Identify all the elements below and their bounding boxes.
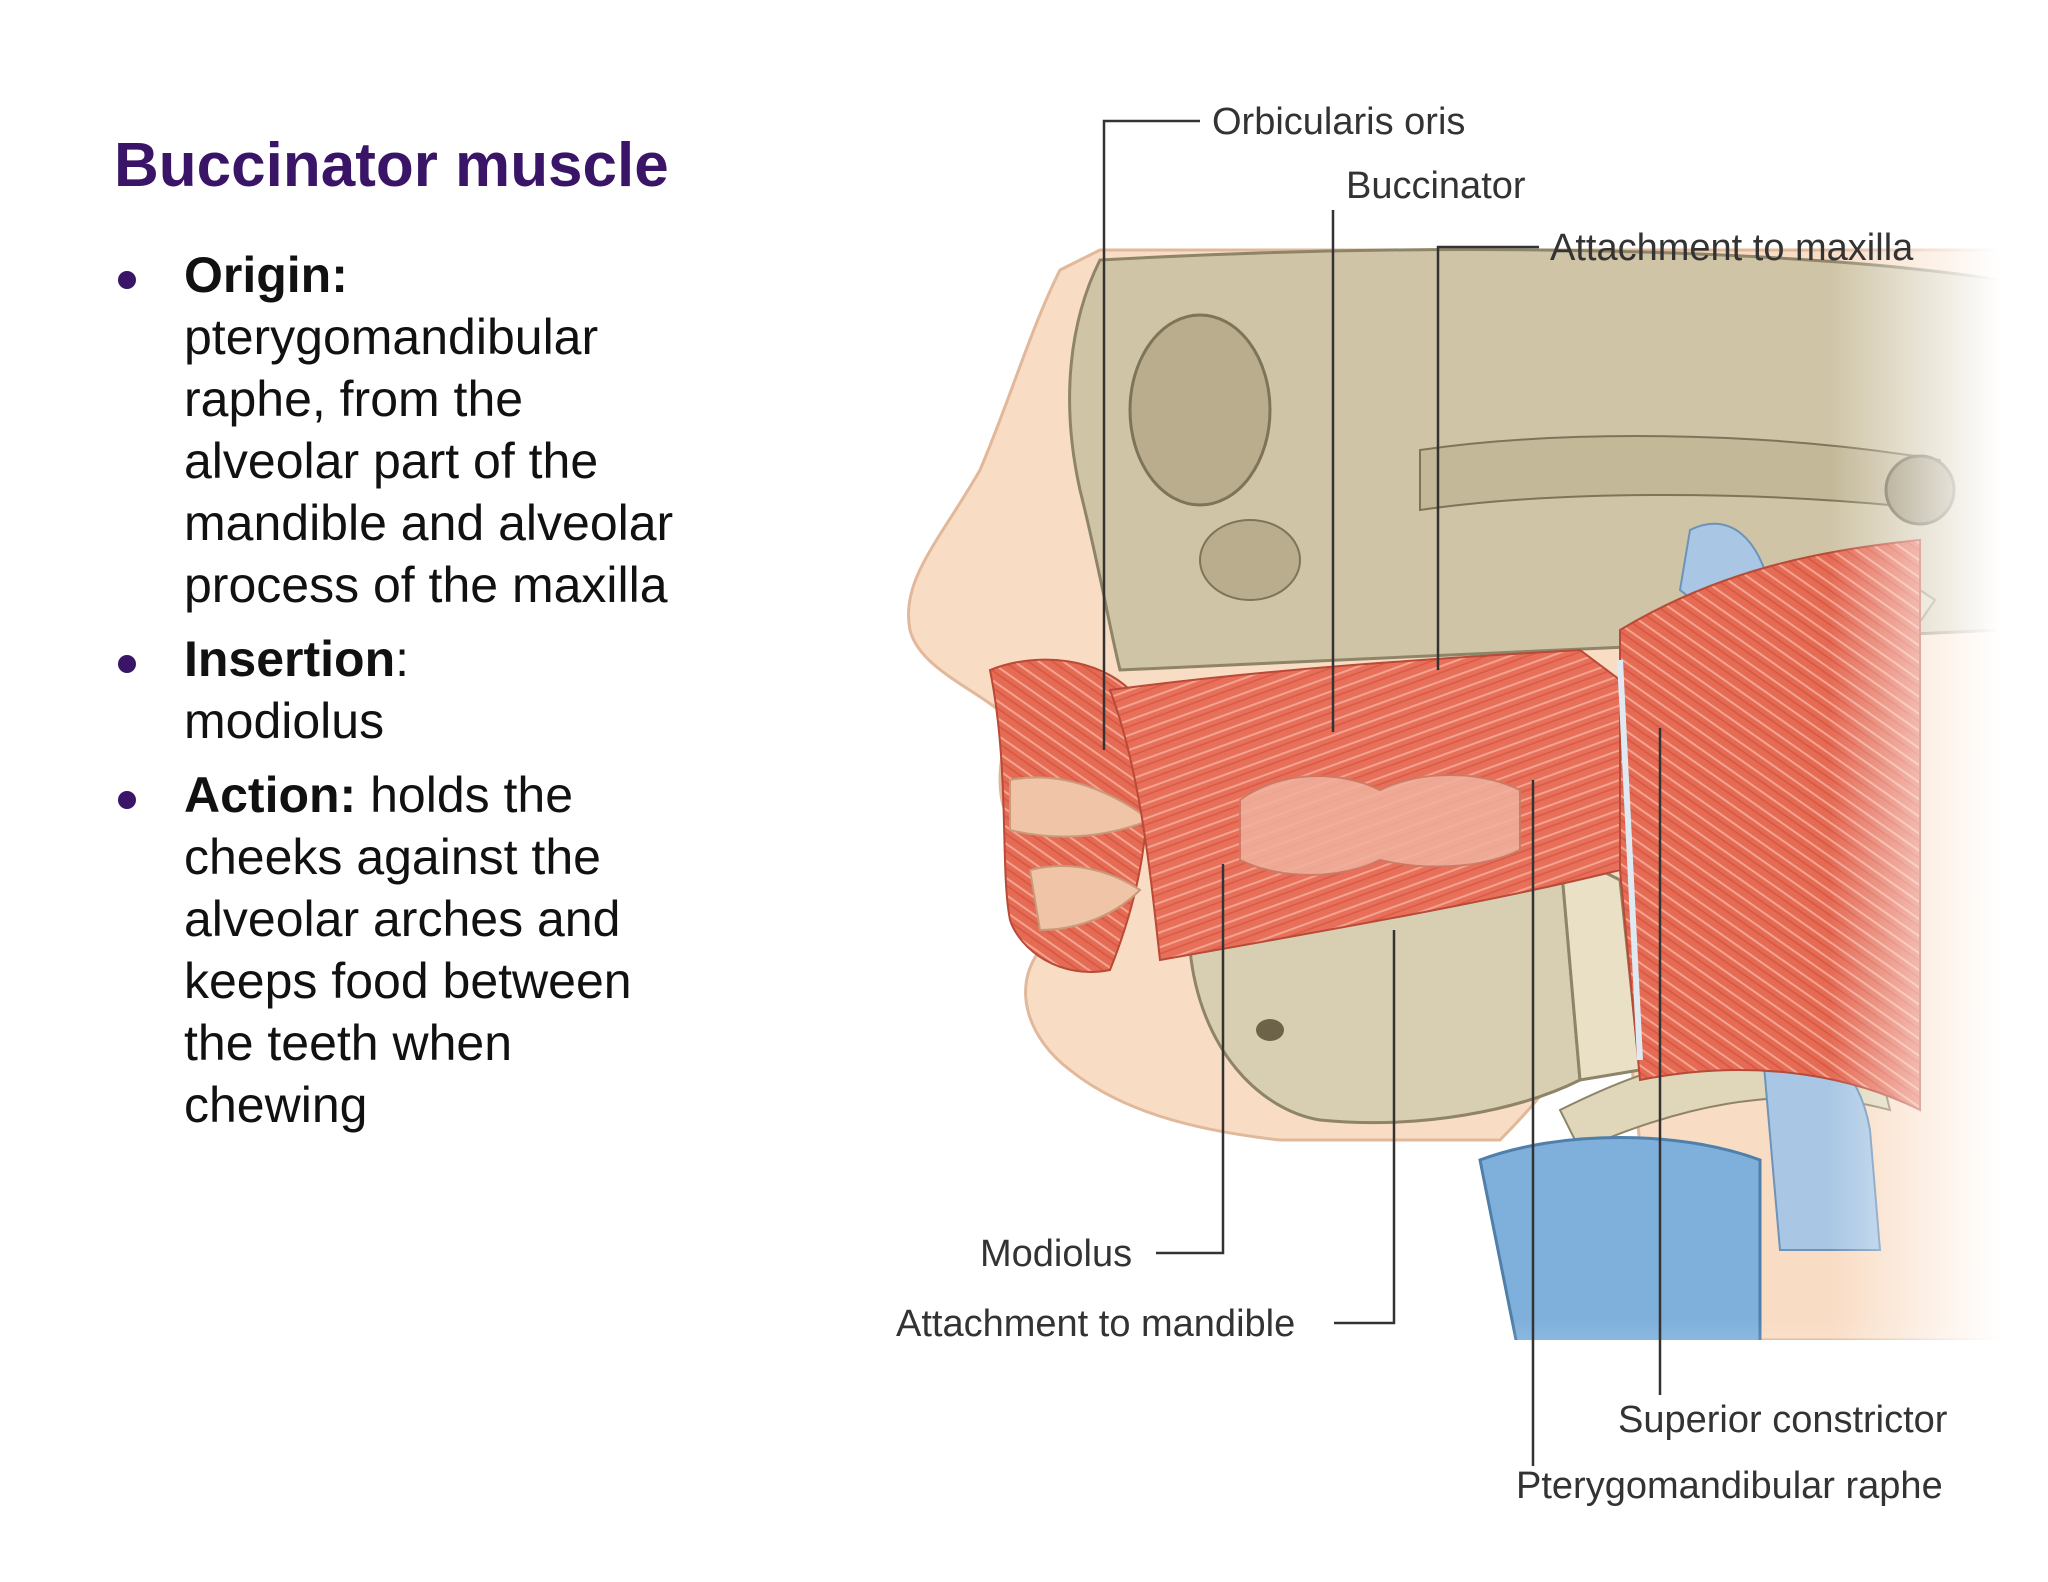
bullet-insertion-label-suffix: :: [395, 631, 410, 687]
anatomy-figure: Orbicularis oris Buccinator Attachment t…: [860, 70, 2000, 1540]
bullet-insertion: Insertion: modiolus: [114, 628, 674, 752]
bullet-dot-icon: [118, 791, 136, 809]
label-attachment-mandible: Attachment to mandible: [896, 1303, 1296, 1345]
bullet-origin-text: pterygomandibular raphe, from the alveol…: [184, 309, 674, 613]
leader-attachment-mandible: [1334, 930, 1396, 1325]
label-buccinator: Buccinator: [1346, 165, 1526, 207]
slide-title: Buccinator muscle: [114, 131, 669, 200]
label-attachment-maxilla: Attachment to maxilla: [1550, 227, 1914, 269]
label-orbicularis-oris: Orbicularis oris: [1212, 101, 1466, 143]
bullet-origin: Origin: pterygomandibular raphe, from th…: [114, 244, 674, 616]
bullet-dot-icon: [118, 271, 136, 289]
bullet-action: Action: holds the cheeks against the alv…: [114, 764, 674, 1136]
bullet-insertion-label: Insertion: [184, 631, 396, 687]
bullet-insertion-text: modiolus: [184, 693, 385, 749]
bullet-list: Origin: pterygomandibular raphe, from th…: [114, 244, 674, 1148]
bullet-action-text: holds the cheeks against the alveolar ar…: [184, 767, 632, 1133]
label-superior-constrictor: Superior constrictor: [1618, 1399, 1948, 1441]
label-modiolus: Modiolus: [980, 1233, 1133, 1275]
bullet-origin-label: Origin:: [184, 247, 348, 303]
leader-attachment-maxilla: [1436, 245, 1539, 670]
anatomy-illustration: [860, 70, 2000, 1540]
leader-modiolus: [1156, 864, 1225, 1255]
bullet-dot-icon: [118, 655, 136, 673]
label-pterygomandibular-raphe: Pterygomandibular raphe: [1516, 1465, 1943, 1507]
leader-orbicularis-oris: [1102, 119, 1200, 750]
bullet-action-label: Action:: [184, 767, 357, 823]
